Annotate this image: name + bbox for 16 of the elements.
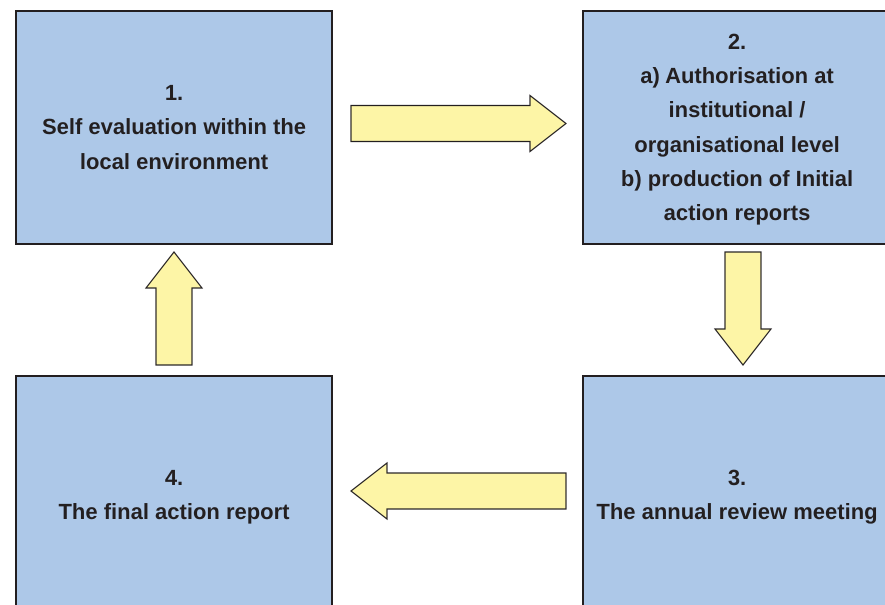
block-arrow	[350, 94, 567, 153]
step-number: 4.	[164, 464, 184, 492]
step-text: Self evaluation within the local environment	[40, 113, 308, 176]
step-text: The annual review meeting	[596, 498, 878, 526]
step-number: 2.	[728, 28, 746, 56]
process-box	[582, 10, 885, 245]
step-text: The final action report	[58, 498, 290, 526]
process-box	[582, 375, 885, 605]
block-arrow	[350, 462, 567, 520]
process-box	[15, 10, 333, 245]
block-arrow	[714, 251, 772, 366]
step-text: b) production of Initial action reports	[620, 164, 854, 227]
process-box	[15, 375, 333, 605]
step-number: 3.	[728, 464, 746, 492]
step-number: 1.	[164, 79, 184, 108]
block-arrow	[144, 251, 204, 366]
